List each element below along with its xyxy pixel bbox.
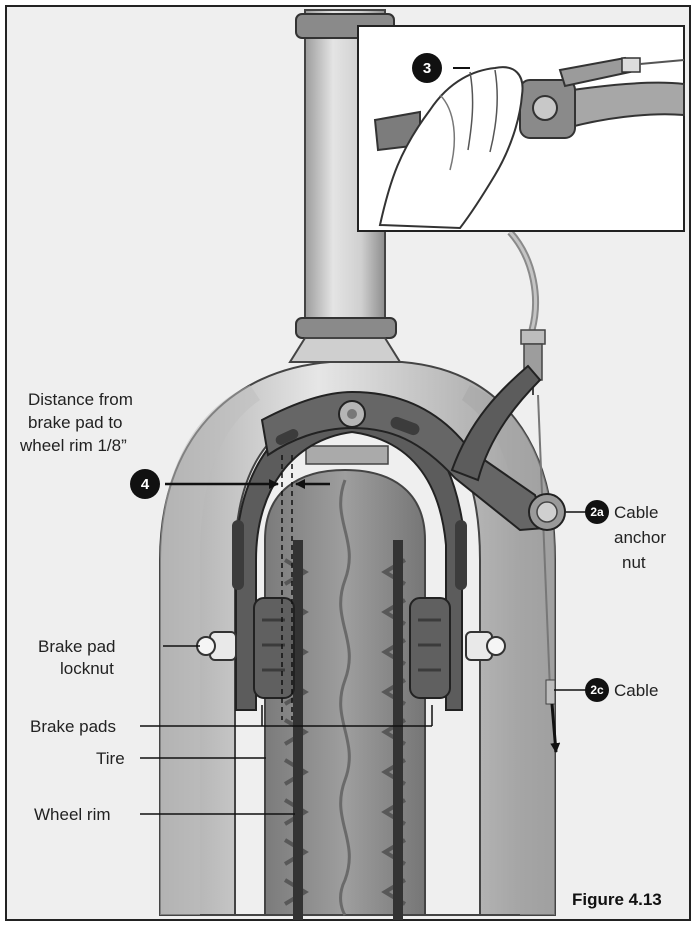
cable-down-arrow <box>550 703 561 753</box>
callout-2c: 2c <box>585 678 609 702</box>
brake-pad-locknuts <box>196 631 506 661</box>
distance-label-line2: brake pad to <box>28 413 123 432</box>
distance-gap-markers <box>165 455 330 720</box>
inset-hand-lever <box>357 25 685 232</box>
cable-anchor-label-line2: anchor <box>614 528 666 547</box>
brake-pads-label: Brake pads <box>30 717 116 736</box>
cable-anchor-label-line1: Cable <box>614 503 658 522</box>
cable-anchor-nut <box>528 493 566 531</box>
distance-label-line1: Distance from <box>28 390 133 409</box>
brake-pad-locknut-label-line1: Brake pad <box>38 637 116 656</box>
svg-text:3: 3 <box>423 60 431 77</box>
brake-pads <box>253 597 451 699</box>
callout-4: 4 <box>130 469 160 499</box>
caliper-brake <box>232 364 547 711</box>
figure-label: Figure 4.13 <box>572 890 662 909</box>
wheel-rim <box>293 540 403 920</box>
svg-text:2c: 2c <box>590 683 604 697</box>
wheel-rim-label: Wheel rim <box>34 805 111 824</box>
distance-label-line3: wheel rim 1/8” <box>19 436 127 455</box>
svg-text:2a: 2a <box>590 505 604 519</box>
tire-label: Tire <box>96 749 125 768</box>
leader-lines <box>140 511 586 815</box>
svg-text:4: 4 <box>141 476 150 493</box>
callout-3: 3 <box>412 53 442 83</box>
cable-anchor-label-line3: nut <box>622 553 646 572</box>
cable-label: Cable <box>614 681 658 700</box>
tire <box>264 468 426 916</box>
callout-2a: 2a <box>585 500 609 524</box>
brake-pad-locknut-label-line2: locknut <box>60 659 114 678</box>
